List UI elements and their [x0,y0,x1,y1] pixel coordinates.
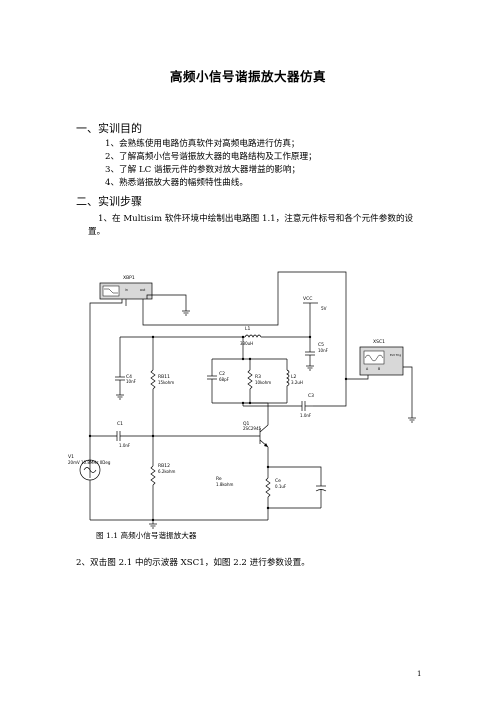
c4-value: 10nF [126,379,137,384]
step-2-text: 2、双击图 2.1 中的示波器 XSC1，如图 2.2 进行参数设置。 [76,558,310,568]
c4-label: C4 [126,374,132,380]
xbp1-in-label: in [125,288,128,292]
ce-label: Ce [275,478,281,484]
vcc-label: VCC [303,296,312,302]
c2-label: C2 [219,371,225,377]
purpose-item-4: 4、熟悉谐振放大器的幅频特性曲线。 [105,178,248,188]
c5-value: 10nF [318,348,329,353]
ce-value: 0.1uF [275,484,287,489]
rb12-label: RB12 [158,463,170,469]
rb11-label: RB11 [158,374,170,380]
purpose-item-3: 3、了解 LC 谐振元件的参数对放大器增益的影响； [105,165,301,175]
step-1-text: 1、在 Multisim 软件环境中绘制出电路图 1.1，注意元件标号和各个元件… [88,214,414,237]
page-number: 1 [417,670,422,678]
purpose-item-2: 2、了解高频小信号谐振放大器的电路结构及工作原理； [105,152,317,162]
l1-label: L1 [245,326,251,332]
r3-value: 10kohm [255,380,271,385]
re-value: 1.8kohm [216,482,234,487]
v1-value: 20mV 10.8MHz 0Deg [68,460,111,465]
l1-value: 330uH [240,341,253,346]
c1-value: 1.0nF [119,443,131,448]
rb12-value: 6.2kohm [158,469,176,474]
xbp1-label: XBP1 [123,275,135,281]
purpose-item-1: 1、会熟练使用电路仿真软件对高频电路进行仿真； [105,139,300,149]
section-heading-purpose: 一、实训目的 [76,122,142,135]
r3-label: R3 [255,374,261,380]
c1-label: C1 [117,421,123,427]
xsc1-b-label: B [378,367,380,371]
figure-caption: 图 1.1 高频小信号谐振放大器 [96,531,197,540]
xsc1-label: XSC1 [373,339,385,345]
xbp1-out-label: out [140,288,146,292]
re-label: Re [216,476,222,482]
rb11-value: 15kohm [158,380,174,385]
xsc1-ext-label: Ext Trig [390,353,401,357]
c2-value: 68pF [219,377,230,382]
xsc1-a-label: A [366,367,369,371]
section-heading-steps: 二、实训步骤 [76,195,142,208]
l2-value: 3.2uH [291,380,303,385]
c5-label: C5 [318,342,324,348]
q1-value: 2SC2945 [243,426,262,431]
q1-label: Q1 [243,421,250,427]
l2-label: L2 [291,374,297,380]
v1-label: V1 [68,454,74,460]
c3-value: 1.0nF [300,413,312,418]
c3-label: C3 [308,393,314,399]
vcc-value: 5V [321,306,327,311]
document-title: 高频小信号谐振放大器仿真 [169,69,326,84]
